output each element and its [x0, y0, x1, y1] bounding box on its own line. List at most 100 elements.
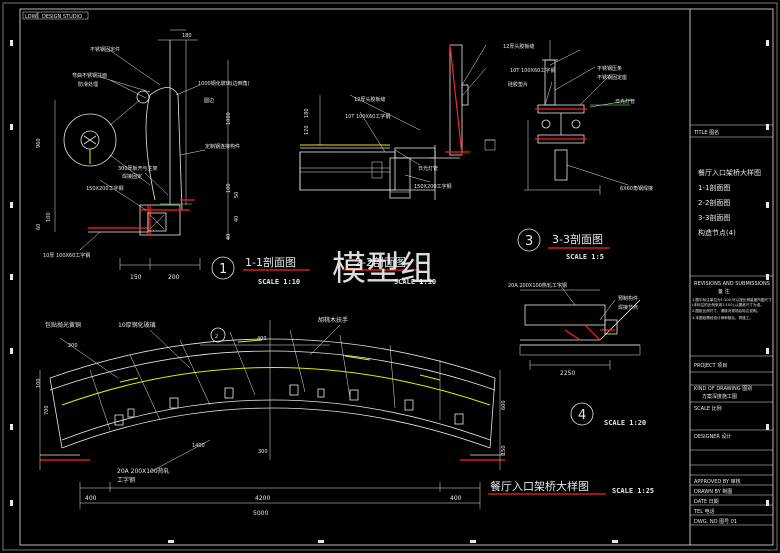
tb-title-label: TITLE 图名 [693, 129, 719, 136]
sec1-label-9: 150X200工字钢 [86, 185, 124, 192]
sec1-dim-left-1: 960 [36, 138, 42, 148]
section-1-1-drawing [54, 29, 229, 270]
sec1-marker-number: 1 [219, 262, 227, 277]
sec2-label-2: 10T 100X60工字钢 [345, 113, 390, 120]
sec1-label-7: 焊接固定 [122, 173, 142, 180]
elev-section-marker [210, 327, 226, 343]
sec1-title: 1-1剖面图 [245, 255, 296, 269]
sec1-label-4: 1000钢化玻璃(边倒角) [198, 80, 250, 87]
elev-dim-3: 1400 [192, 443, 205, 449]
tb-kind: KIND OF DRAWING 图别 [694, 385, 752, 392]
node4-label-1: 20A 200X100热轧工字钢 [508, 282, 567, 289]
title-block-lines [690, 124, 773, 526]
elev-label-4: 20A 200X100热轧 [117, 467, 170, 475]
tb-revisions-label: REVISIONS AND SUBMISSIONS [694, 281, 770, 287]
sec1-scale: SCALE 1:10 [258, 278, 300, 286]
elev-dim-9: 400 [85, 495, 97, 502]
sec1-dim-left-2: 60 [36, 224, 42, 230]
node4-dim: 2250 [560, 370, 575, 377]
tb-dwg-no: DWG. NO 图号 01 [694, 519, 737, 525]
elev-marker-number: 2 [215, 334, 218, 340]
sec1-dim-bottom-2: 200 [168, 274, 180, 281]
tb-approved: APPROVED BY 审核 [694, 478, 741, 485]
sheet-border [19, 8, 774, 546]
header-box-right [37, 11, 89, 20]
tb-project: PROJECT 项目 [694, 363, 727, 369]
sec1-label-5: 圆边 [204, 97, 214, 104]
node4-marker-circle [570, 402, 594, 426]
sec3-label-5: 硅胶垫片 [508, 81, 528, 88]
sec2-label-3: 日光灯管 [418, 165, 438, 172]
tb-tel: TEL 电话 [693, 508, 715, 515]
tb-title-3: 2-2剖面图 [698, 198, 730, 207]
sec1-dim-right-1: 1000 [226, 112, 232, 125]
elev-label-2: 10厚钢化玻璃 [118, 321, 156, 329]
sec1-label-6: 300厚板开与主架 [118, 165, 158, 172]
sec1-label-10: 10厚 100X60工字钢 [43, 252, 90, 259]
sec1-marker-circle [211, 256, 235, 280]
tb-title-4: 3-3剖面图 [698, 213, 730, 222]
elevation-title: 餐厅入口架桥大样图 [490, 479, 589, 493]
elev-dim-12: 5000 [253, 510, 268, 517]
node4-label-3: 焊接节点 [618, 304, 638, 311]
tb-note-2: 2.图纸比例尺寸，请核对现场后标注说明。 [692, 309, 761, 314]
tb-title-2: 1-1剖面图 [698, 183, 730, 192]
tb-title-5: 构造节点(4) [698, 228, 736, 237]
node4-scale: SCALE 1:20 [604, 419, 646, 427]
sec1-dim-right-2: 50 [234, 192, 240, 198]
sec3-label-3: 不锈钢压条 [597, 65, 622, 72]
elev-label-5: 工字钢 [117, 476, 135, 484]
sec3-label-2: 10T 100X60工字钢 [510, 67, 555, 74]
tb-note-3: 3.本图纸需经设计师审核后，再施工。 [692, 315, 753, 320]
sec3-label-4: 不锈钢固定座 [597, 74, 627, 81]
frame-ticks [10, 40, 769, 543]
header-box-left [22, 11, 38, 20]
sec1-label-2: 弯曲不锈钢扶面 [72, 72, 107, 79]
sec1-dim-right-4: 100 [226, 183, 232, 193]
sec2-label-1: 12厚头胶板缝 [354, 96, 385, 103]
sec1-dim-left-3: 100 [46, 212, 52, 222]
elev-dim-10: 4200 [255, 495, 270, 502]
sec3-label-7: 6X60角钢焊接 [620, 185, 653, 192]
elevation-drawing [39, 320, 505, 509]
sec1-dim-top: 180 [182, 33, 192, 39]
sec1-label-1: 不锈钢固定件 [90, 46, 120, 53]
tb-date: DATE 日期 [694, 499, 719, 505]
sec2-dim-2: 180 [304, 108, 310, 118]
elev-dim-11: 400 [450, 495, 462, 502]
tb-kind-value: 方案深度施工图 [702, 393, 737, 400]
tb-scale: SCALE 比例 [694, 405, 722, 412]
elev-dim-6: 700 [44, 405, 50, 415]
section-3-3-drawing [524, 40, 633, 195]
elev-dim-4: 300 [258, 449, 268, 455]
elevation-scale: SCALE 1:25 [612, 487, 654, 495]
sec1-dim-right-5: 40 [226, 234, 232, 240]
watermark: 模型组 [332, 249, 434, 289]
sec3-label-6: 日光灯管 [615, 98, 635, 105]
node4-marker-number: 4 [578, 408, 586, 423]
tb-notes-box: 1.图中标注单位为1:100,可以按比例量度所图尺寸(未标注的比例采用1:100… [692, 298, 772, 320]
sec1-label-8: 定制钢连接构件 [205, 143, 240, 150]
sec1-dim-right-3: 40 [234, 216, 240, 222]
sec3-marker-number: 3 [525, 234, 533, 249]
elev-dim-5: 100 [36, 378, 42, 388]
elev-label-1: 包贴抛光黄铜 [45, 321, 81, 329]
node-4-drawing [519, 284, 641, 370]
sec2-scale: SCALE 1:10 [394, 278, 436, 286]
elev-dim-7: 600 [501, 400, 507, 410]
elev-dim-2: 400 [257, 336, 267, 342]
header-left-text: LDW [25, 14, 37, 20]
sec1-label-3: 防滑处理 [78, 81, 98, 88]
sec2-dim-1: 120 [304, 125, 310, 135]
sec3-marker-circle [517, 228, 541, 252]
tb-drawn: DRAWN BY 制图 [694, 488, 732, 495]
sec2-label-4: 150X200工字钢 [414, 183, 452, 190]
elev-dim-8: 150 [501, 445, 507, 455]
sec2-title: 2-2剖面图 [355, 255, 406, 269]
tb-title-1: 餐厅入口架桥大样图 [698, 168, 761, 177]
elev-label-3: 胡桃木扶手 [318, 316, 348, 324]
section-2-2-drawing [299, 44, 496, 200]
